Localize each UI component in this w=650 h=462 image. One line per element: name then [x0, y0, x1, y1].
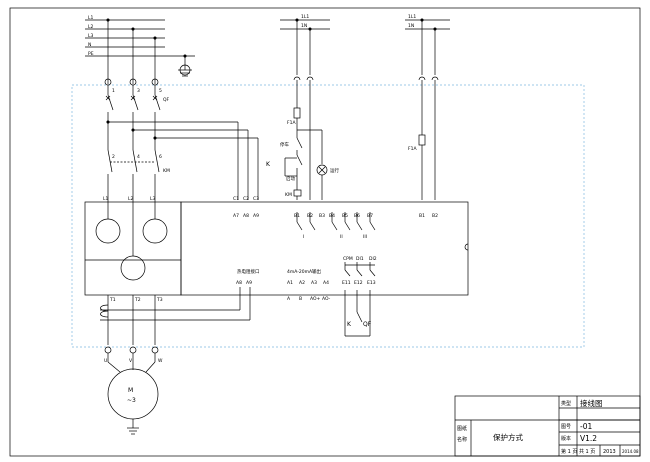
- motor-phase: ~3: [127, 397, 136, 404]
- stop-label: 停车: [280, 141, 289, 148]
- relay-k-label: K: [347, 321, 352, 328]
- title-block: [454, 395, 641, 457]
- thermal-a8: A8: [236, 280, 242, 286]
- relay-km-label: K: [266, 161, 271, 168]
- analog-label: 4mA-20mA输出: [287, 268, 322, 275]
- enclosure-boundary: [71, 84, 585, 348]
- output-iii: III: [363, 234, 367, 240]
- bus-label-l3: L3: [88, 33, 94, 39]
- term-b6: B6: [354, 213, 360, 219]
- mode-e12: E12: [354, 280, 363, 286]
- thermal-label: 热电阻接口: [237, 268, 260, 275]
- analog-a3: A3: [311, 280, 317, 286]
- term-c3: C3: [253, 196, 259, 202]
- output-i: I: [303, 234, 304, 240]
- output-ii: II: [340, 234, 343, 240]
- mode-di2: DI2: [369, 256, 377, 262]
- lamp-label: 运行: [330, 167, 339, 174]
- start-label: 启动: [286, 175, 295, 182]
- tb-year: 2013: [603, 449, 616, 455]
- term-b4: B4: [329, 213, 335, 219]
- term-2: 2: [112, 154, 115, 160]
- term-b3: B3: [319, 213, 325, 219]
- term-3: 3: [137, 88, 140, 94]
- term-c2: C2: [243, 196, 249, 202]
- tb-footer: 第 1 页 共 1 页: [561, 448, 595, 455]
- term-a8: A8: [243, 213, 249, 219]
- term-1: 1: [112, 88, 115, 94]
- analog-sub-b: B: [299, 296, 302, 302]
- tb-type-label: 类型: [561, 400, 571, 407]
- term-b5: B5: [342, 213, 348, 219]
- term-l2: L2: [128, 196, 134, 202]
- analog-sub-a: A: [287, 296, 291, 302]
- ctrl2-label-l: 1L1: [408, 14, 416, 20]
- tb-drawing-label: 图号: [561, 424, 571, 430]
- page-border: [9, 7, 641, 457]
- term-b2: B2: [307, 213, 313, 219]
- relay-qf-label: QF: [363, 321, 372, 328]
- fuse2-label: F1A: [408, 146, 417, 152]
- term-a9: A9: [253, 213, 259, 219]
- term-b7: B7: [367, 213, 373, 219]
- tb-drawing-value: -01: [580, 422, 592, 431]
- mode-e11: E11: [342, 280, 351, 286]
- term-a7: A7: [233, 213, 239, 219]
- analog-a2: A2: [299, 280, 305, 286]
- analog-sub-aop: AO+: [310, 296, 321, 302]
- tb-name-label-2: 名称: [457, 436, 467, 443]
- analog-a1: A1: [287, 280, 293, 286]
- ctrl1-label-l: 1L1: [301, 14, 309, 20]
- motor-w: W: [158, 358, 163, 364]
- aux-b2: B2: [432, 213, 438, 219]
- analog-a4: A4: [323, 280, 329, 286]
- tb-version-value: V1.2: [580, 434, 597, 443]
- mode-di1: DI1: [356, 256, 364, 262]
- ctrl1-label-n: 1N: [301, 23, 307, 29]
- bus-label-n: N: [88, 42, 91, 48]
- motor-m: M: [128, 387, 133, 394]
- fuse1-label: F1A: [287, 120, 296, 126]
- term-4: 4: [137, 154, 140, 160]
- term-c1: C1: [233, 196, 239, 202]
- tb-date: 2014.08: [622, 449, 639, 454]
- term-l3: L3: [150, 196, 156, 202]
- term-t3: T3: [156, 297, 163, 303]
- bus-label-l1: L1: [88, 15, 94, 21]
- bus-label-l2: L2: [88, 24, 94, 30]
- ctrl2-label-n: 1N: [408, 23, 414, 29]
- aux-b1: B1: [419, 213, 425, 219]
- analog-sub-aom: AO-: [322, 296, 331, 302]
- tb-type-value: 接线图: [580, 398, 603, 408]
- tb-name-value: 保护方式: [493, 432, 523, 442]
- tb-name-label-1: 图纸: [457, 425, 467, 432]
- term-l1: L1: [103, 196, 109, 202]
- km-label: KM: [163, 168, 170, 174]
- tb-version-label: 版本: [561, 435, 571, 442]
- breaker-label: QF: [163, 97, 170, 103]
- term-b1: B1: [294, 213, 300, 219]
- motor-v: V: [129, 358, 133, 364]
- mode-e13: E13: [367, 280, 376, 286]
- term-t2: T2: [134, 297, 141, 303]
- coil-label: KM: [285, 192, 292, 198]
- term-5: 5: [159, 88, 162, 94]
- term-6: 6: [159, 154, 162, 160]
- bus-label-pe: PE: [88, 51, 94, 57]
- motor-u: U: [104, 358, 107, 364]
- mode-cpm: CPM: [343, 256, 353, 262]
- thermal-a9: A9: [246, 280, 252, 286]
- term-t1: T1: [109, 297, 116, 303]
